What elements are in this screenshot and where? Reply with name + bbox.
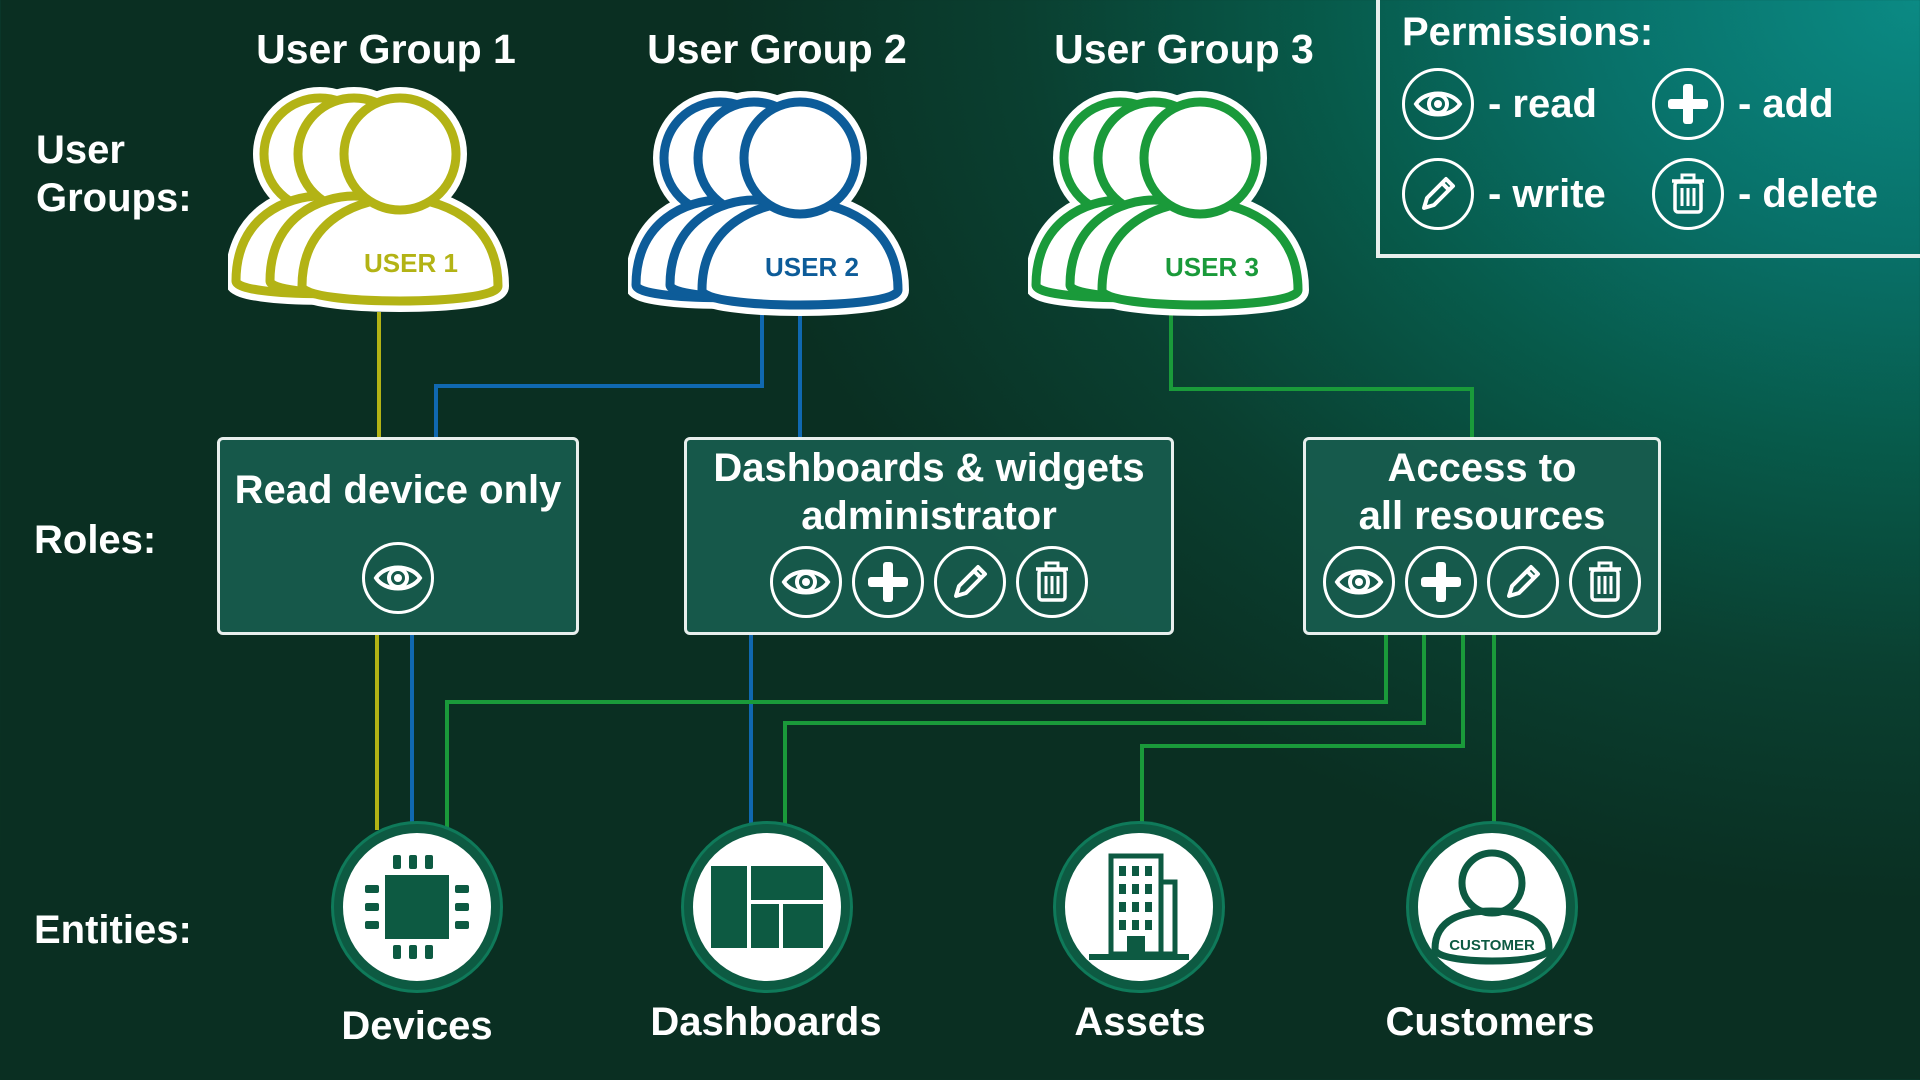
connector-role3-assets: [1140, 634, 1465, 830]
role2-add-permission: [852, 546, 924, 618]
connector-group3-role3: [1169, 312, 1474, 438]
user-group-2-icon: [628, 91, 909, 316]
plus-icon: [1421, 562, 1461, 602]
legend-item-read: - read: [1402, 68, 1597, 140]
role-box-1[interactable]: Read device only: [217, 437, 579, 635]
trash-icon: [1672, 173, 1704, 214]
customer-icon: [1431, 849, 1553, 965]
role3-delete-permission: [1569, 546, 1641, 618]
building-icon: [1089, 853, 1189, 960]
user-group-3-icon: [1028, 91, 1309, 316]
customer-badge: CUSTOMER: [1449, 937, 1535, 954]
connector-role3-devices: [445, 634, 1388, 830]
role-box-2[interactable]: Dashboards & widgets administrator: [684, 437, 1174, 635]
legend-delete-circle: [1652, 158, 1724, 230]
entity-label-dashboards: Dashboards: [650, 1000, 882, 1044]
role-box-3[interactable]: Access to all resources: [1303, 437, 1661, 635]
role3-read-permission: [1323, 546, 1395, 618]
user-groups-label: User Groups:: [36, 128, 192, 220]
eye-icon: [1413, 91, 1463, 117]
dashboard-icon: [711, 866, 823, 948]
legend-write-circle: [1402, 158, 1474, 230]
role3-add-permission: [1405, 546, 1477, 618]
chip-icon: [365, 855, 469, 959]
entity-dashboards[interactable]: [684, 824, 850, 990]
entity-customers[interactable]: CUSTOMER: [1409, 824, 1575, 990]
entity-devices[interactable]: [334, 824, 500, 990]
connector-role3-dashboards: [783, 634, 1426, 830]
trash-icon: [1036, 561, 1068, 602]
pencil-icon: [1422, 177, 1455, 210]
entity-label-customers: Customers: [1385, 1000, 1595, 1044]
role2-read-permission: [770, 546, 842, 618]
eye-icon: [781, 569, 831, 595]
legend-delete-text: - delete: [1738, 171, 1879, 216]
entity-label-assets: Assets: [1074, 1000, 1206, 1044]
group-title-2: User Group 2: [647, 26, 907, 72]
group-title-1: User Group 1: [256, 26, 516, 72]
group-badge-1: USER 1: [364, 248, 458, 278]
legend-item-write: - write: [1402, 158, 1606, 230]
entities-label: Entities:: [34, 908, 192, 952]
entity-label-devices: Devices: [341, 1004, 493, 1048]
entity-assets[interactable]: [1056, 824, 1222, 990]
legend-item-delete: - delete: [1652, 158, 1878, 230]
legend-write-text: - write: [1488, 171, 1606, 216]
legend-read-circle: [1402, 68, 1474, 140]
legend-item-add: - add: [1652, 68, 1834, 140]
group-title-3: User Group 3: [1054, 26, 1314, 72]
role-title-1: Read device only: [234, 468, 562, 512]
legend-title: Permissions:: [1402, 10, 1654, 54]
roles-label: Roles:: [34, 518, 157, 562]
role-title-2: Dashboards & widgets administrator: [713, 446, 1145, 538]
legend-add-text: - add: [1738, 81, 1834, 126]
role1-read-permission: [362, 542, 434, 614]
connector-group2-role1: [434, 312, 764, 438]
pencil-icon: [1507, 565, 1540, 598]
role2-write-permission: [934, 546, 1006, 618]
plus-icon: [1668, 84, 1708, 124]
group-badge-2: USER 2: [765, 252, 859, 282]
group-badge-3: USER 3: [1165, 252, 1259, 282]
legend-add-circle: [1652, 68, 1724, 140]
role-title-3: Access to all resources: [1358, 446, 1606, 538]
role2-delete-permission: [1016, 546, 1088, 618]
pencil-icon: [954, 565, 987, 598]
eye-icon: [373, 565, 423, 591]
plus-icon: [868, 562, 908, 602]
legend-read-text: - read: [1488, 81, 1597, 126]
permissions-legend: Permissions: - read - add - write - dele…: [1376, 0, 1920, 258]
eye-icon: [1334, 569, 1384, 595]
user-group-1-icon: [228, 87, 509, 312]
trash-icon: [1589, 561, 1621, 602]
role3-write-permission: [1487, 546, 1559, 618]
